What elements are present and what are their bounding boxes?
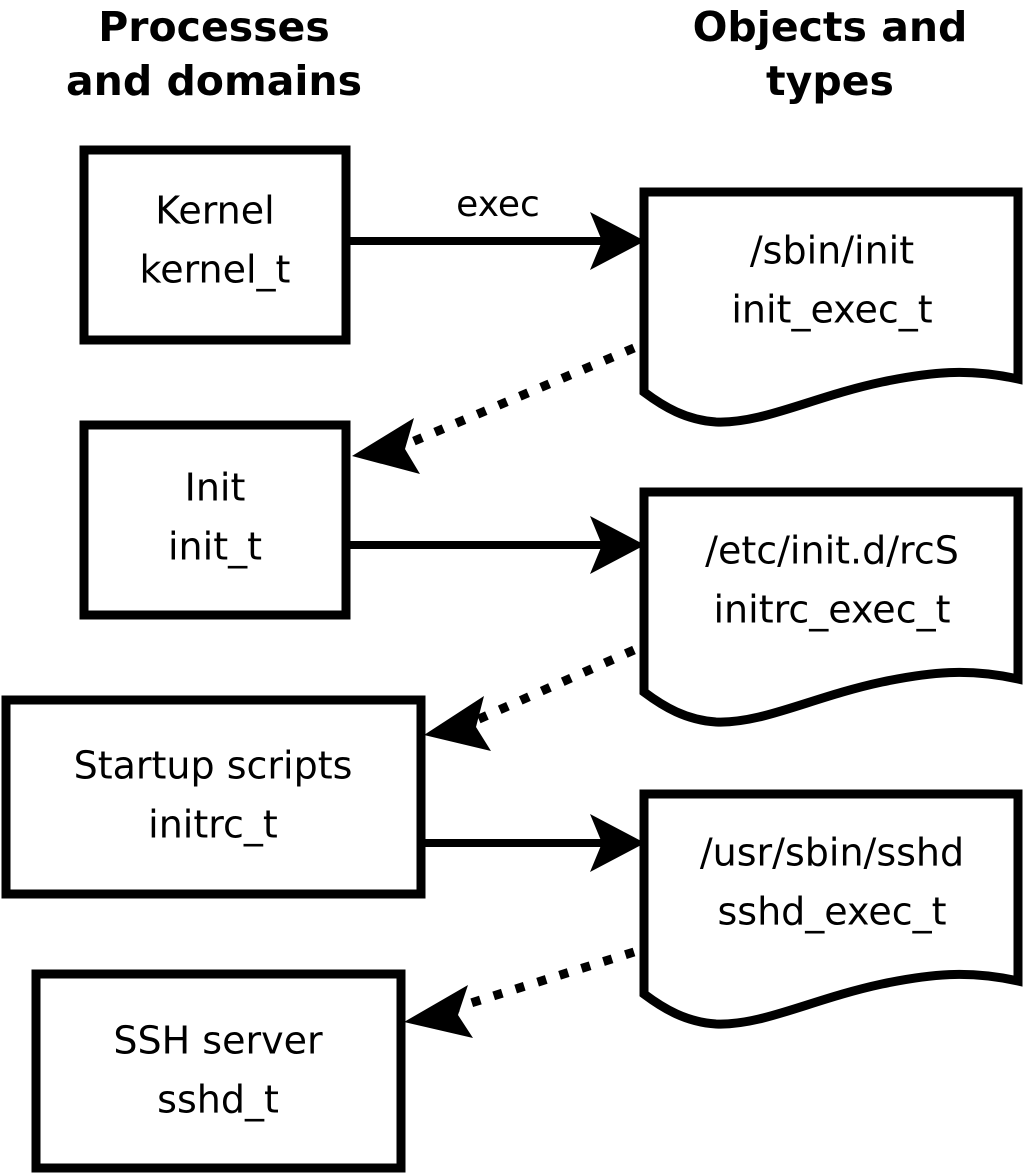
arrow-head-init-exec-rcs bbox=[590, 516, 645, 574]
process-box-ssh-server[interactable] bbox=[31, 969, 406, 1173]
header-objects-line2: types bbox=[766, 57, 894, 105]
object-path-usr-sbin-sshd: /usr/sbin/sshd bbox=[700, 831, 964, 875]
edge-kernel-exec-sbin-init: exec bbox=[350, 184, 645, 270]
object-node-sbin-init[interactable]: /sbin/init init_exec_t bbox=[639, 187, 1023, 427]
object-doc-usr-sbin-sshd[interactable] bbox=[639, 789, 1023, 1029]
process-node-init[interactable]: Init init_t bbox=[79, 420, 351, 620]
object-path-sbin-init: /sbin/init bbox=[750, 229, 914, 273]
object-type-usr-sbin-sshd: sshd_exec_t bbox=[717, 890, 946, 934]
object-node-rcs[interactable]: /etc/init.d/rcS initrc_exec_t bbox=[639, 487, 1023, 727]
process-label-startup-scripts: Startup scripts bbox=[74, 744, 353, 788]
edge-rcs-to-startup bbox=[424, 645, 636, 751]
process-node-startup-scripts[interactable]: Startup scripts initrc_t bbox=[1, 695, 426, 899]
process-type-startup-scripts: initrc_t bbox=[148, 803, 278, 847]
object-path-rcs: /etc/init.d/rcS bbox=[705, 529, 959, 573]
process-label-kernel: Kernel bbox=[155, 189, 274, 233]
object-doc-sbin-init[interactable] bbox=[639, 187, 1023, 427]
edge-sbin-init-to-init bbox=[352, 343, 636, 474]
edge-line-sshd-transition bbox=[453, 947, 636, 1013]
process-box-kernel[interactable] bbox=[79, 145, 351, 345]
edge-startup-exec-sshd bbox=[425, 814, 645, 872]
object-type-sbin-init: init_exec_t bbox=[731, 288, 932, 332]
process-box-startup-scripts[interactable] bbox=[1, 695, 426, 899]
edge-line-init-transition bbox=[398, 343, 636, 452]
column-header-processes: Processes and domains bbox=[66, 3, 362, 105]
process-type-init: init_t bbox=[168, 525, 262, 569]
edge-init-exec-rcs bbox=[350, 516, 645, 574]
header-processes-line1: Processes bbox=[98, 3, 330, 51]
process-type-kernel: kernel_t bbox=[140, 248, 291, 292]
header-objects-line1: Objects and bbox=[693, 3, 968, 51]
arrow-head-startup-exec-sshd bbox=[590, 814, 645, 872]
arrow-head-kernel-exec bbox=[590, 212, 645, 270]
process-node-ssh-server[interactable]: SSH server sshd_t bbox=[31, 969, 406, 1173]
header-processes-line2: and domains bbox=[66, 57, 362, 105]
process-node-kernel[interactable]: Kernel kernel_t bbox=[79, 145, 351, 345]
process-type-ssh-server: sshd_t bbox=[157, 1078, 279, 1122]
edge-sshd-exec-to-sshd bbox=[404, 947, 636, 1038]
object-type-rcs: initrc_exec_t bbox=[714, 588, 951, 632]
process-box-init[interactable] bbox=[79, 420, 351, 620]
arrow-head-init-transition bbox=[352, 418, 420, 474]
column-header-objects: Objects and types bbox=[693, 3, 968, 105]
object-node-usr-sbin-sshd[interactable]: /usr/sbin/sshd sshd_exec_t bbox=[639, 789, 1023, 1029]
edge-label-exec: exec bbox=[456, 184, 540, 225]
process-label-init: Init bbox=[185, 466, 246, 510]
arrow-head-sshd-transition bbox=[404, 985, 473, 1038]
process-label-ssh-server: SSH server bbox=[113, 1019, 323, 1063]
object-doc-rcs[interactable] bbox=[639, 487, 1023, 727]
arrow-head-startup-transition bbox=[424, 696, 491, 751]
edge-line-startup-transition bbox=[468, 645, 636, 728]
